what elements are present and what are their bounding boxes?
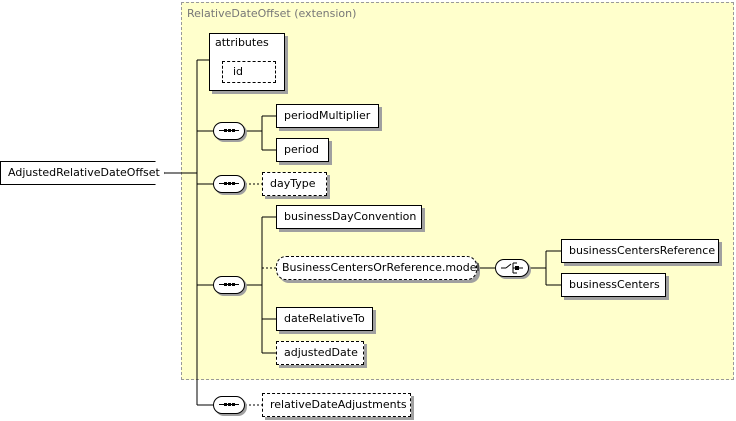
- attributes-title: attributes: [215, 36, 269, 49]
- element-period[interactable]: period: [276, 138, 329, 162]
- choice-icon: [495, 259, 529, 277]
- element-businessDayConvention[interactable]: businessDayConvention: [276, 205, 422, 229]
- element-adjustedDate[interactable]: adjustedDate: [276, 341, 364, 365]
- sequence-icon: [213, 175, 245, 193]
- extension-title: RelativeDateOffset (extension): [187, 7, 357, 20]
- root-element[interactable]: AdjustedRelativeDateOffset: [0, 161, 165, 185]
- element-businessCentersReference[interactable]: businessCentersReference: [561, 239, 719, 263]
- element-periodMultiplier[interactable]: periodMultiplier: [276, 104, 379, 128]
- element-businessCenters[interactable]: businessCenters: [561, 273, 666, 297]
- sequence-icon: [213, 122, 245, 140]
- sequence-icon: [213, 276, 245, 294]
- sequence-icon: [213, 396, 245, 414]
- attribute-id[interactable]: id: [222, 61, 276, 83]
- group-businessCentersOrReference[interactable]: BusinessCentersOrReference.model: [276, 256, 480, 280]
- element-dayType[interactable]: dayType: [262, 172, 327, 196]
- element-dateRelativeTo[interactable]: dateRelativeTo: [276, 307, 373, 331]
- element-relativeDateAdjustments[interactable]: relativeDateAdjustments: [262, 393, 411, 417]
